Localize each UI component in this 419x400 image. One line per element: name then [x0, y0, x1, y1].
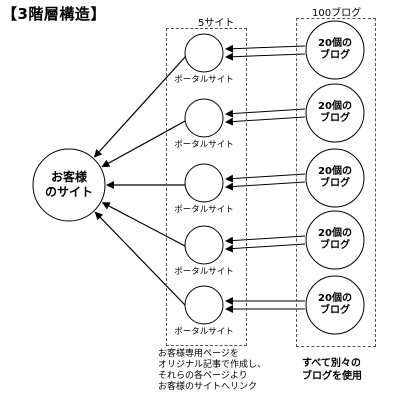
portal-site-label: ポータルサイト	[174, 205, 234, 215]
portal-note-line: お客様専用ページを	[158, 349, 239, 359]
blog-label-line1: 20個の	[318, 228, 352, 239]
blog-label-line1: 20個の	[318, 101, 352, 112]
portal-note-line: それらの各ページより	[158, 371, 248, 381]
shape-layer	[32, 20, 365, 335]
portal-note-line: お客様のサイトへリンク	[158, 382, 258, 392]
portal-site-group	[166, 28, 247, 346]
blog-circle	[305, 83, 365, 143]
arrow-layer	[93, 44, 306, 313]
customer-site-label: お客様 のサイト	[40, 170, 98, 200]
arrow-blog-to-portal	[225, 173, 306, 183]
arrow-blog-to-portal	[225, 235, 306, 245]
arrow-blog-to-portal	[225, 243, 306, 253]
blog-label-line2: ブログ	[320, 113, 350, 124]
blog-note-line: ブログを使用	[302, 371, 362, 382]
blog-circle	[305, 148, 365, 208]
blog-circle-label: 20個のブログ	[310, 293, 360, 317]
blog-label-line2: ブログ	[320, 240, 350, 251]
blog-group	[296, 18, 376, 347]
blog-label-line2: ブログ	[320, 305, 350, 316]
portal-note-line: オリジナル記事で作成し、	[158, 360, 267, 370]
blog-label-line1: 20個の	[318, 293, 352, 304]
portal-site-circle	[184, 98, 224, 138]
blog-circle	[305, 210, 365, 270]
blog-note-line: すべて別々の	[302, 358, 361, 369]
portal-note: お客様専用ページを オリジナル記事で作成し、 それらの各ページより お客様のサイ…	[158, 349, 266, 393]
arrow-blog-to-portal	[225, 52, 306, 61]
blog-circle	[305, 275, 365, 335]
blog-label-line1: 20個の	[318, 166, 352, 177]
blog-circle-label: 20個のブログ	[310, 101, 360, 125]
arrow-blog-to-portal	[225, 108, 306, 118]
customer-site-line1: お客様	[50, 170, 87, 184]
portal-site-label: ポータルサイト	[174, 267, 234, 277]
blog-circle	[305, 20, 365, 80]
blog-label-line1: 20個の	[318, 38, 352, 49]
blog-label-line2: ブログ	[320, 50, 350, 61]
portal-site-circle	[184, 285, 224, 325]
arrow-portal-to-customer	[93, 54, 188, 158]
blog-note: すべて別々の ブログを使用	[302, 357, 362, 383]
blog-circle-label: 20個のブログ	[310, 38, 360, 62]
diagram-title: 【3階層構造】	[2, 5, 106, 23]
arrow-blog-to-portal	[225, 181, 306, 191]
portal-site-label: ポータルサイト	[174, 140, 234, 150]
blog-label-line2: ブログ	[320, 178, 350, 189]
customer-site-line2: のサイト	[44, 185, 93, 199]
blog-circle-label: 20個のブログ	[310, 228, 360, 252]
blog-circle-label: 20個のブログ	[310, 166, 360, 190]
portal-column-header: 5サイト	[198, 18, 235, 29]
portal-site-circle	[184, 163, 224, 203]
arrow-portal-to-customer	[94, 211, 188, 308]
portal-site-circle	[184, 225, 224, 265]
portal-site-label: ポータルサイト	[174, 75, 234, 85]
customer-site-circle	[32, 148, 106, 222]
portal-site-label: ポータルサイト	[174, 327, 234, 337]
arrow-blog-to-portal	[225, 116, 306, 126]
portal-site-circle	[184, 33, 224, 73]
blog-column-header: 100ブログ	[312, 8, 362, 19]
arrow-portal-to-customer	[101, 119, 188, 168]
arrow-blog-to-portal	[225, 44, 306, 53]
arrow-portal-to-customer	[101, 202, 188, 248]
